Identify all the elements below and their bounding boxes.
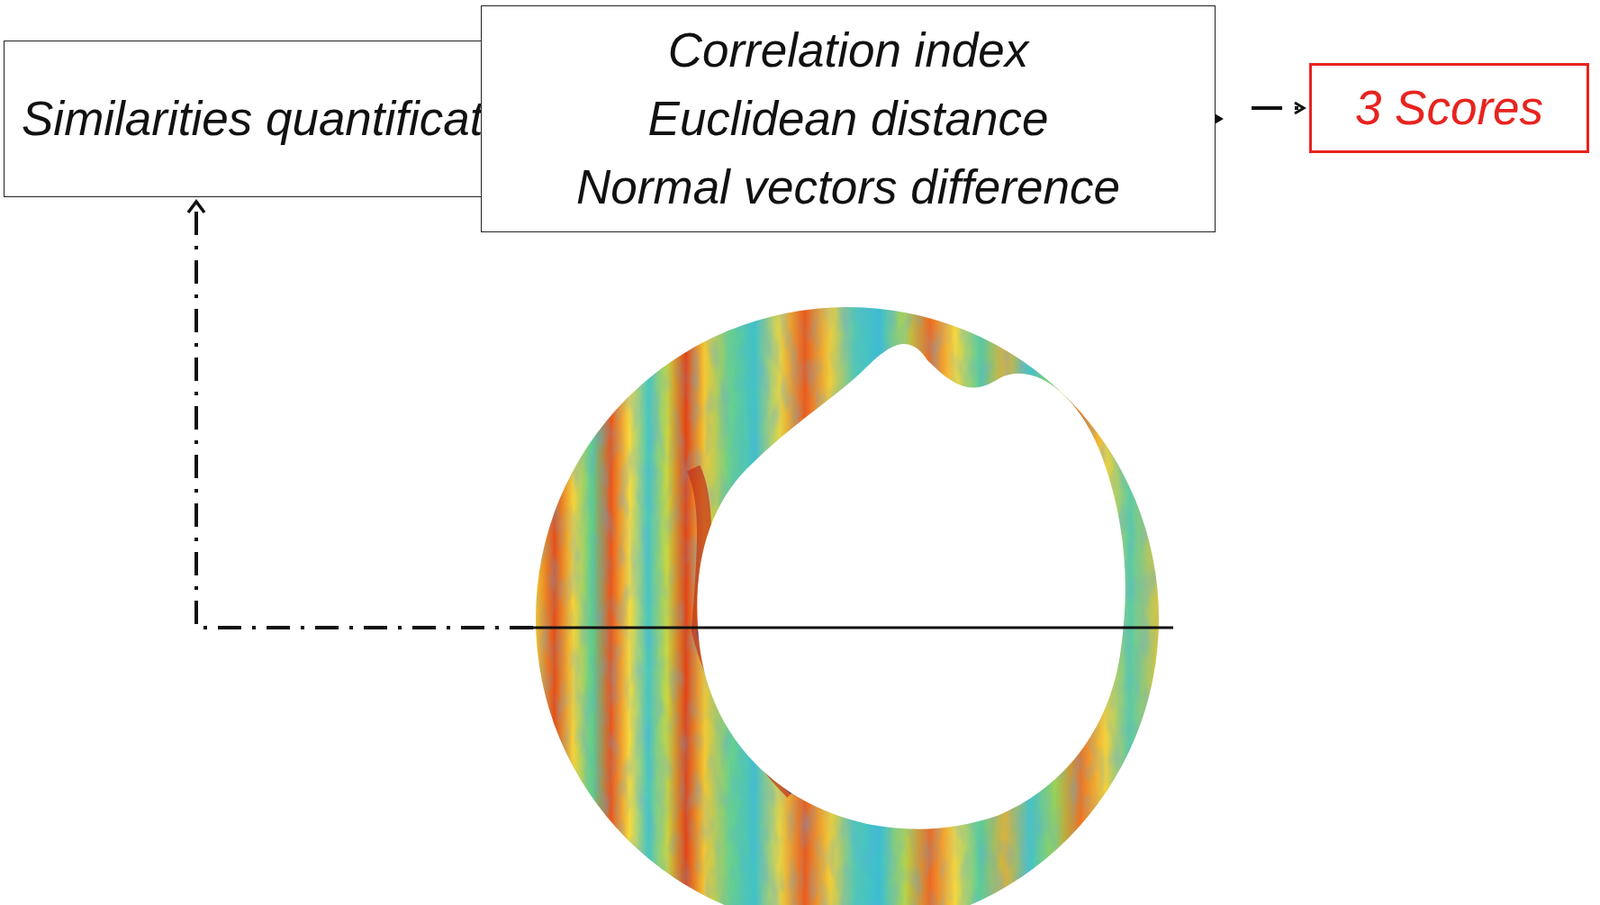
section-line — [533, 626, 1174, 630]
box-text: Normal vectors difference — [576, 153, 1121, 222]
result-box: 3 Scores — [1309, 63, 1590, 154]
box-text: Similarities quantification — [21, 84, 547, 154]
process-box: Correlation indexEuclidean distanceNorma… — [480, 5, 1216, 233]
leader-line — [196, 208, 534, 628]
ring-surface — [531, 301, 1162, 905]
box-text: 3 Scores — [1355, 73, 1544, 143]
flow-arrow — [1251, 106, 1304, 110]
box-text: Euclidean distance — [648, 84, 1049, 154]
leader-arrowhead — [188, 201, 205, 213]
box-text: Correlation index — [668, 16, 1030, 85]
